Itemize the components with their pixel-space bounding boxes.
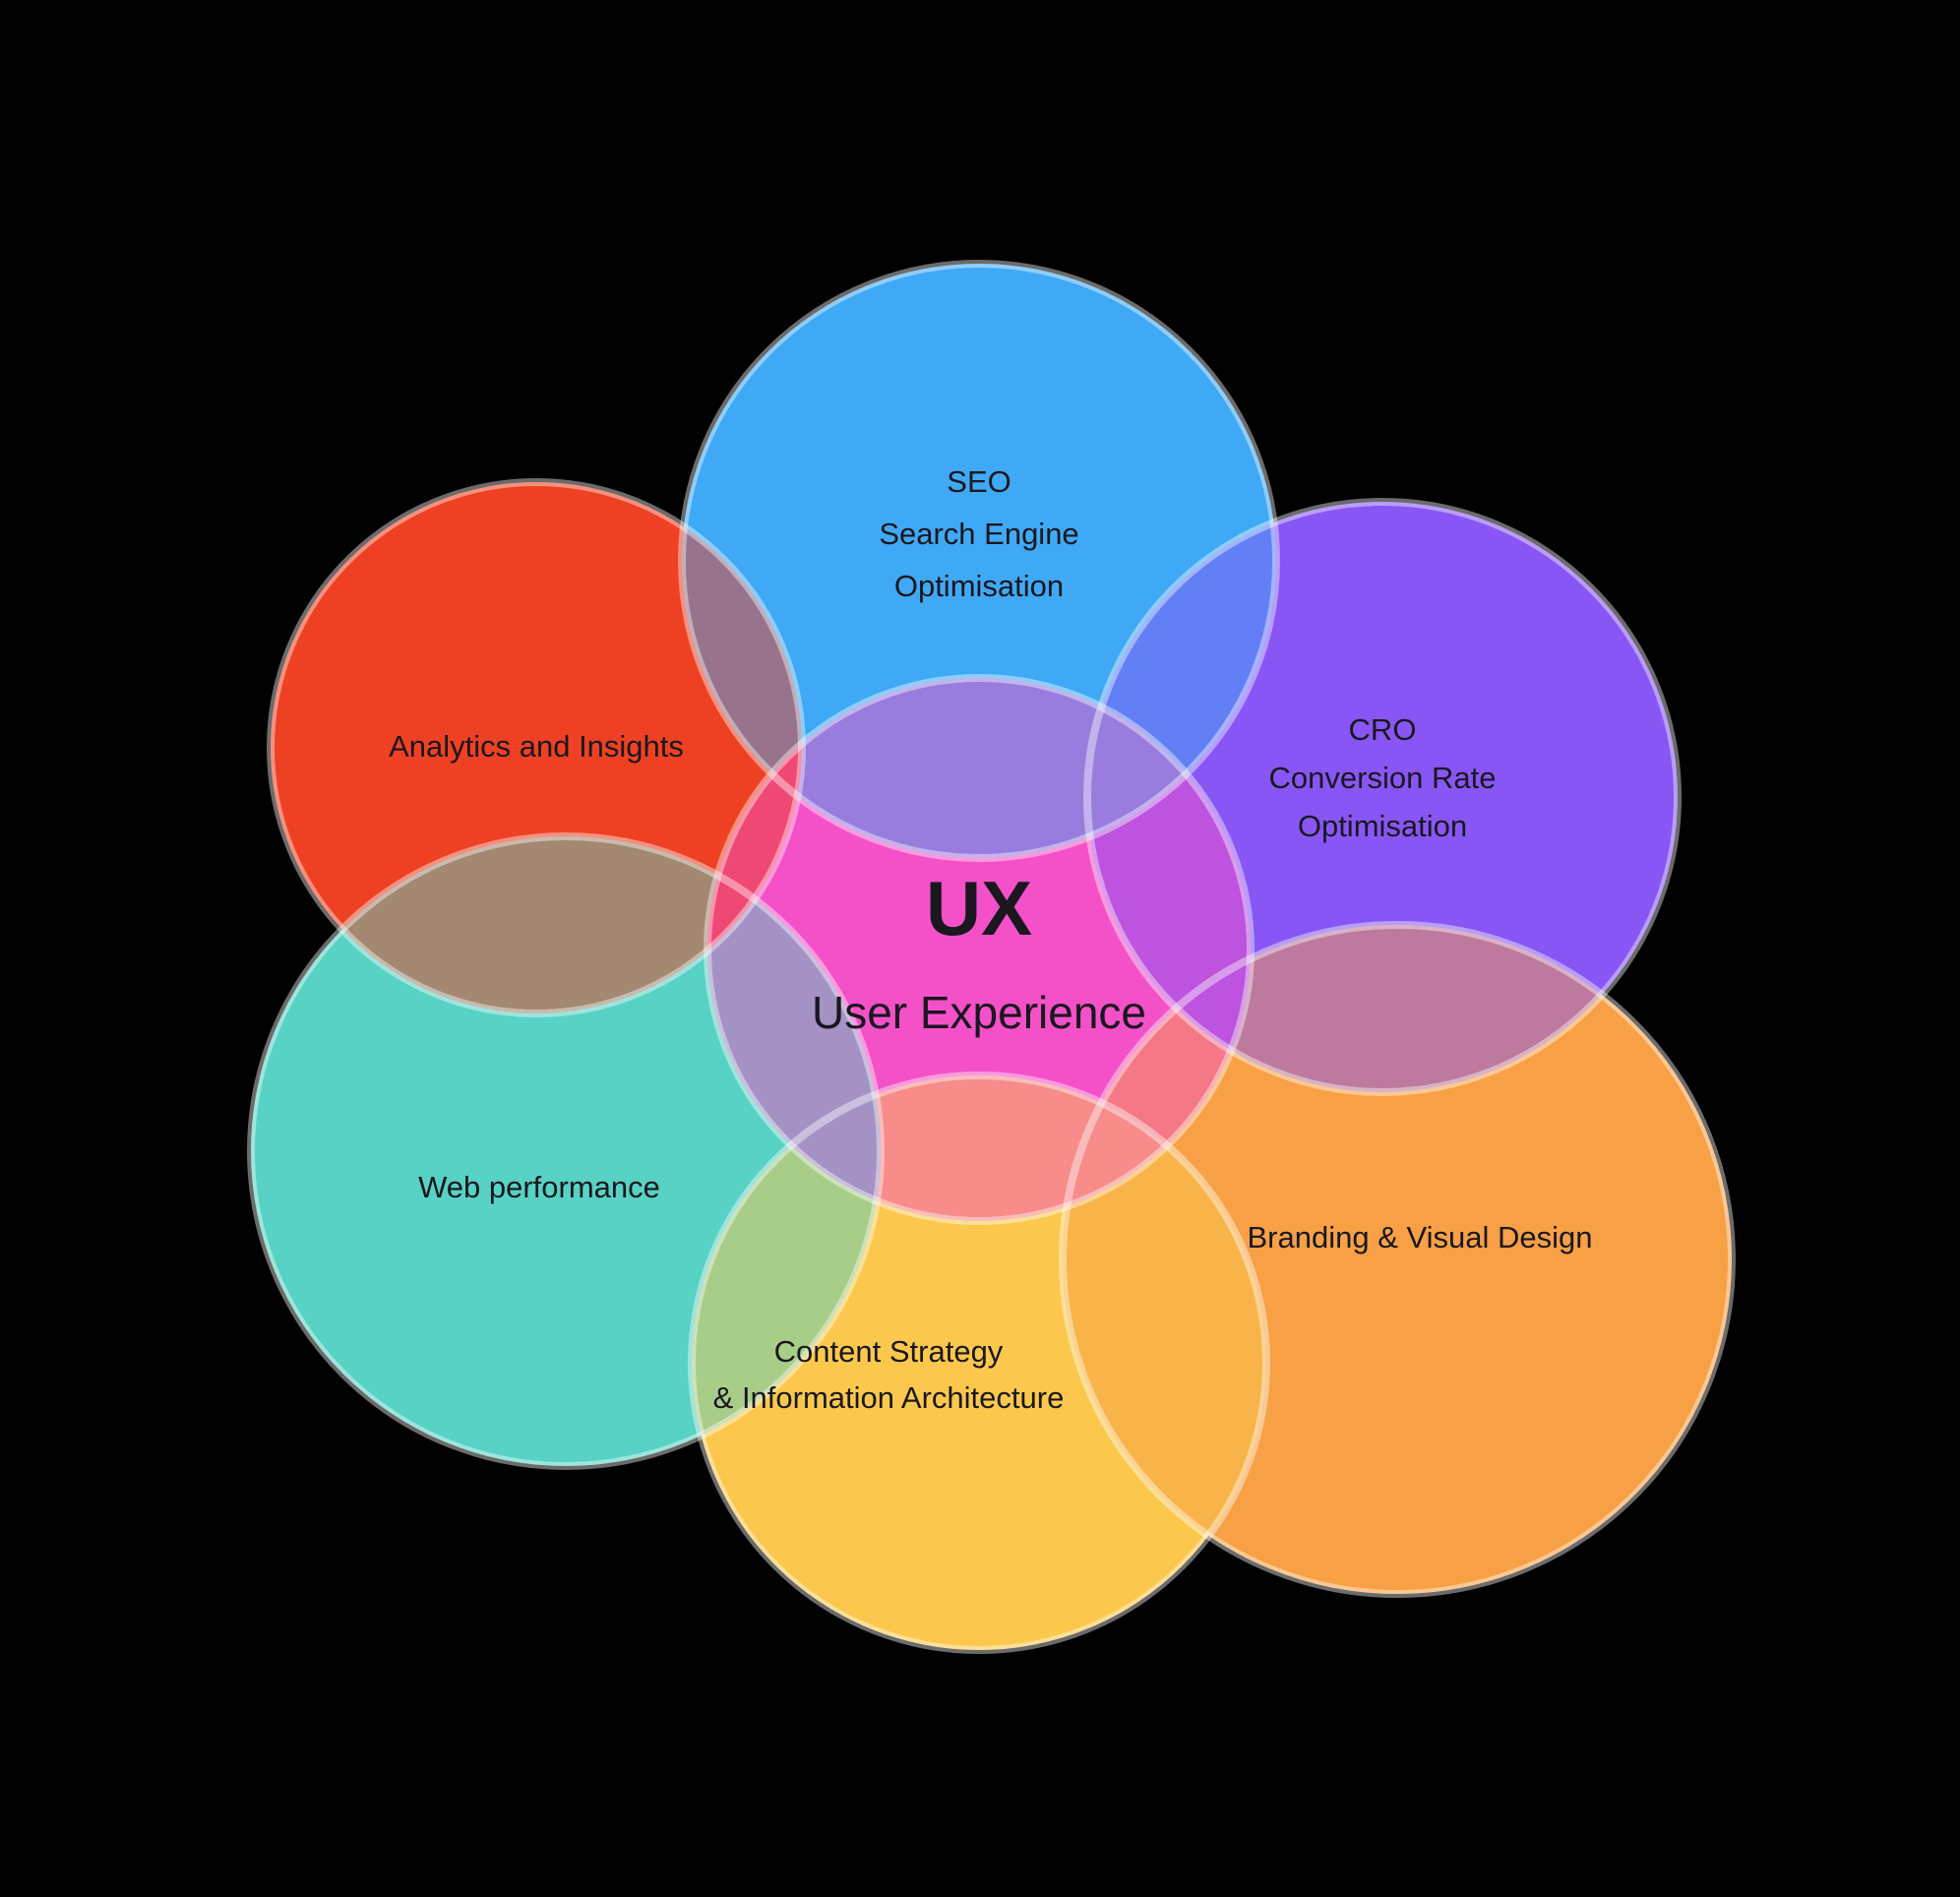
outline-seo (678, 260, 1280, 862)
branding-label: Branding & Visual Design (1248, 1220, 1593, 1254)
circle-analytics-blend (271, 482, 802, 1013)
outline-cro (1083, 498, 1682, 1096)
seo-label-line-3: Optimisation (894, 569, 1064, 603)
outline-analytics (267, 478, 806, 1017)
circle-outlines (247, 260, 1736, 1654)
diagram-labels: SEO Search Engine Optimisation CRO Conve… (389, 464, 1592, 1415)
seo-label-line-2: Search Engine (879, 517, 1078, 551)
cro-label-line-2: Conversion Rate (1269, 761, 1497, 795)
outline-ux (704, 674, 1255, 1225)
outline-branding (1059, 921, 1736, 1598)
content-label-line-2: & Information Architecture (713, 1380, 1065, 1415)
outline-web-performance (247, 832, 885, 1470)
ux-title: UX (926, 865, 1032, 951)
outline-content (688, 1071, 1270, 1654)
circle-fills-blend (251, 264, 1732, 1650)
cro-label-line-1: CRO (1349, 712, 1417, 747)
analytics-label: Analytics and Insights (389, 729, 684, 764)
cro-label-line-3: Optimisation (1298, 809, 1467, 843)
circle-web-performance-blend (251, 836, 881, 1466)
seo-label-line-1: SEO (947, 464, 1011, 499)
content-label-line-1: Content Strategy (774, 1334, 1004, 1369)
web-performance-label: Web performance (418, 1170, 660, 1204)
ux-subtitle: User Experience (812, 987, 1146, 1038)
circle-seo-blend (682, 264, 1276, 858)
